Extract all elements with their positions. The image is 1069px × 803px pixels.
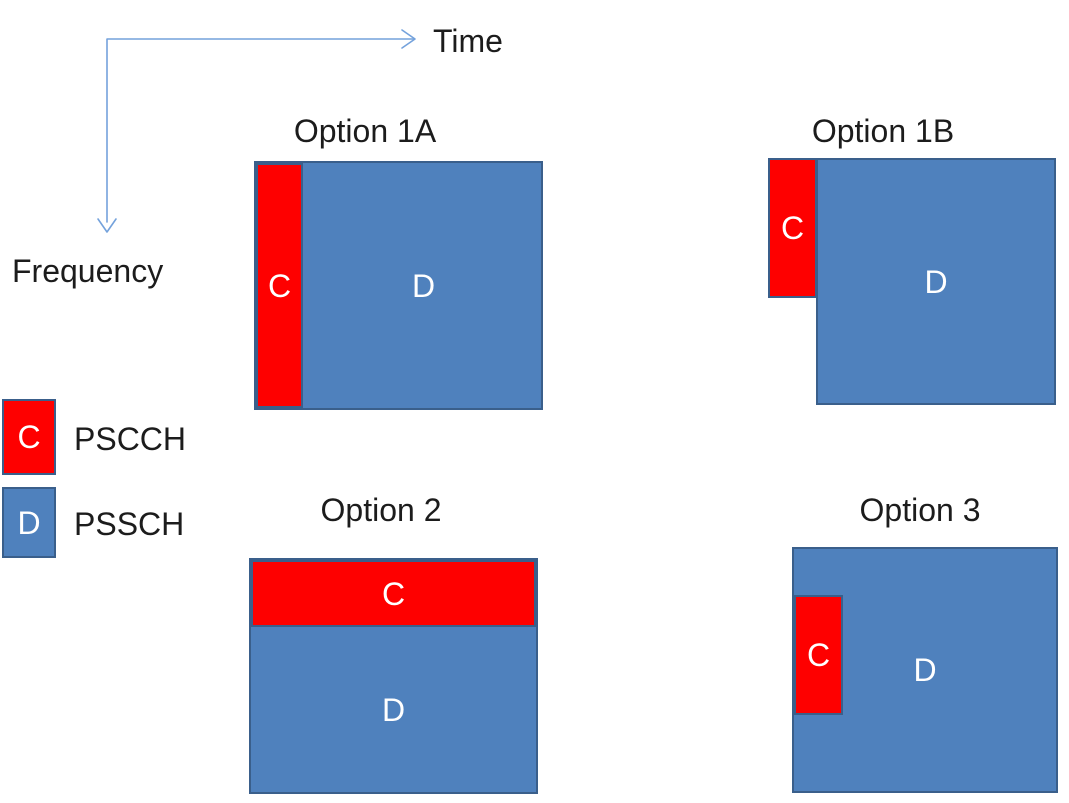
time-arrowhead-icon — [401, 29, 416, 49]
option-3-pscch-block: C — [794, 595, 843, 715]
option-3-pscch-symbol: C — [806, 637, 831, 673]
time-axis-label: Time — [433, 23, 503, 59]
option-1b-pssch-symbol: D — [924, 263, 948, 300]
option-2-pssch-symbol: D — [381, 691, 406, 728]
option-1a-pssch-symbol: D — [411, 267, 436, 304]
option-1a-pscch-block: C — [256, 163, 303, 408]
option-1b-pscch-block: C — [768, 158, 817, 298]
option-3-pssch-symbol: D — [913, 652, 937, 688]
option-1b-pssch-block: D — [816, 158, 1056, 405]
option-1b-title: Option 1B — [811, 113, 955, 149]
option-2-pscch-symbol: C — [381, 575, 406, 612]
legend-pssch-symbol: D — [17, 504, 41, 541]
option-1a-pscch-symbol: C — [267, 267, 292, 304]
frequency-axis-label: Frequency — [12, 253, 164, 289]
legend-pssch-swatch: D — [2, 487, 56, 558]
option-2-title: Option 2 — [320, 492, 442, 528]
legend-pscch-label: PSCCH — [74, 421, 187, 457]
axis-elbow-line — [106, 38, 415, 223]
legend-pscch-symbol: C — [17, 419, 41, 455]
legend-pssch-label: PSSCH — [74, 506, 185, 542]
option-1a-title: Option 1A — [293, 113, 437, 149]
legend-pscch-swatch: C — [2, 399, 56, 475]
option-3-title: Option 3 — [859, 492, 981, 528]
time-frequency-axes — [97, 29, 416, 233]
option-1b-pscch-symbol: C — [780, 210, 805, 246]
option-2-pscch-block: C — [251, 560, 536, 627]
frequency-arrowhead-icon — [97, 218, 117, 233]
